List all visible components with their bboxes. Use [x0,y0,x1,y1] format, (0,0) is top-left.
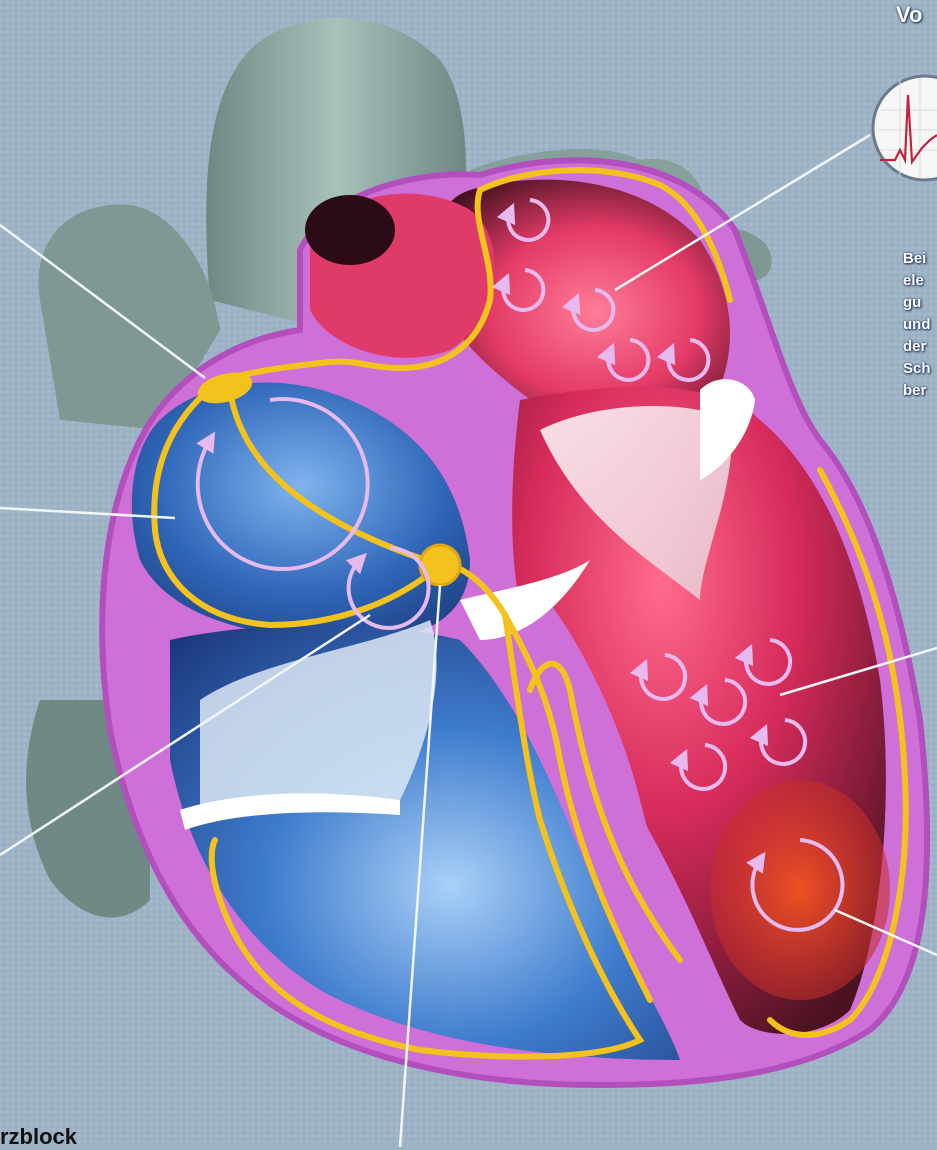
title-bottom: rzblock [0,1124,77,1150]
caption-line: ber [903,380,931,402]
caption-line: Sch [903,358,931,380]
arrhythmia-focus [710,780,890,1000]
caption-line: der [903,336,931,358]
title-right: Vo [896,2,922,28]
caption-line: Bei [903,248,931,270]
caption-line: gu [903,292,931,314]
caption-line: und [903,314,931,336]
vessel-opening [305,195,395,265]
caption-text: Bei ele gu und der Sch ber [903,248,931,402]
caption-line: ele [903,270,931,292]
